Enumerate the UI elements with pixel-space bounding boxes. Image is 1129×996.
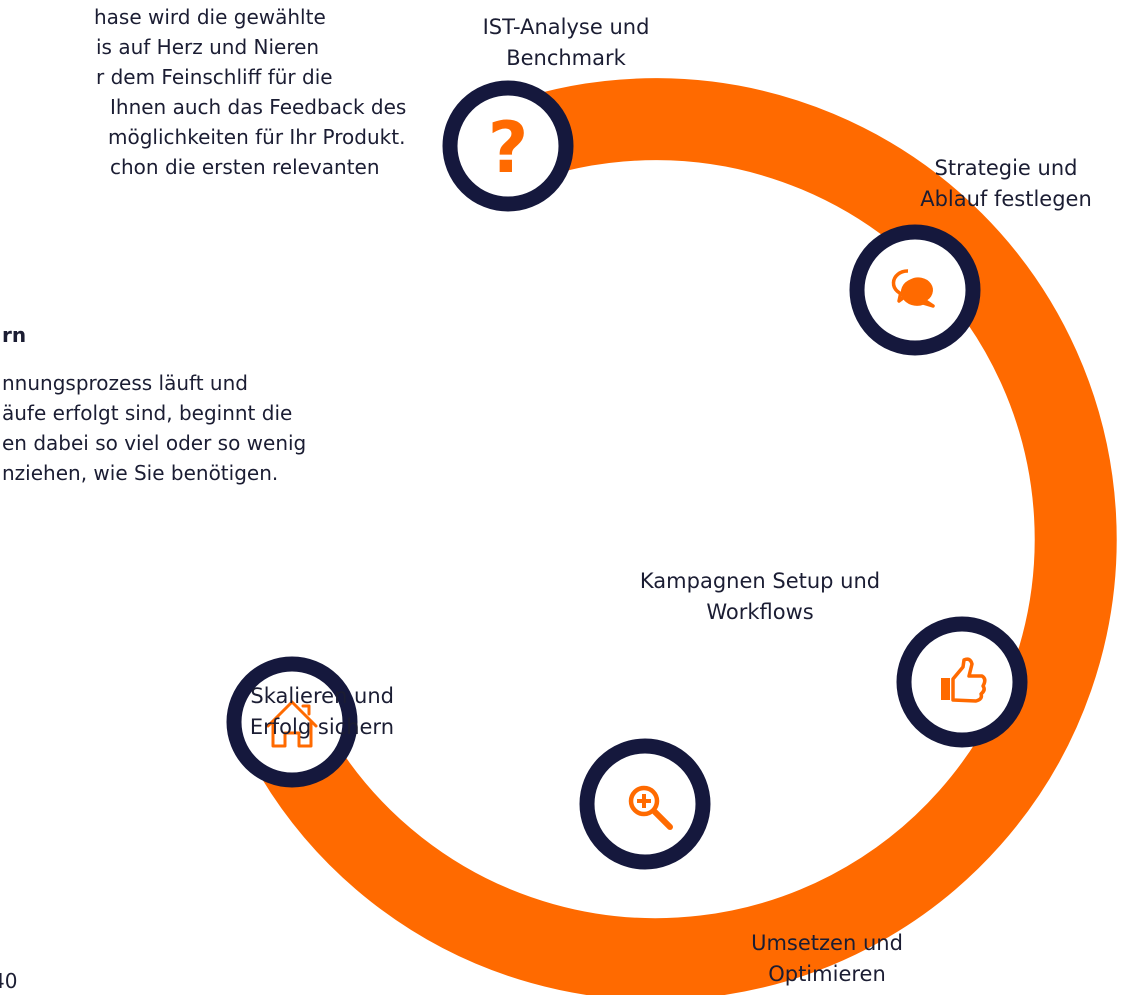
label-line: Kampagnen Setup und [639, 569, 881, 593]
scale-paragraph: nnungsprozess läuft und äufe erfolgt sin… [0, 368, 306, 488]
intro-paragraph: hase wird die gewählte is auf Herz und N… [0, 2, 406, 182]
label-line: Ablauf festlegen [920, 187, 1092, 211]
text-line: hase wird die gewählte [94, 5, 326, 29]
text-line: en dabei so viel oder so wenig [2, 431, 307, 455]
section-heading: rn [2, 323, 27, 347]
text-line: Ihnen auch das Feedback des [110, 95, 407, 119]
label-line: Strategie und [934, 156, 1078, 180]
text-line: r dem Feinschliff für die [96, 65, 333, 89]
cycle-arc [260, 78, 1117, 995]
label-line: Umsetzen und [751, 931, 903, 955]
text-line: chon die ersten relevanten [110, 155, 380, 179]
thumbs-up-icon [941, 657, 987, 703]
step-node-ist-analyse: ? [442, 80, 574, 212]
label-line: Skalieren und [250, 684, 394, 708]
label-line: Workflows [706, 600, 814, 624]
label-line: Benchmark [506, 46, 626, 70]
label-line: Optimieren [768, 962, 886, 986]
text-line: nnungsprozess läuft und [2, 371, 248, 395]
step-node-kampagnen [896, 616, 1028, 748]
page-number: 40 [0, 969, 18, 993]
step-label-strategie: Strategie und Ablauf festlegen [886, 153, 1126, 215]
text-line: is auf Herz und Nieren [96, 35, 320, 59]
label-line: Erfolg sichern [249, 715, 394, 739]
step-label-umsetzen: Umsetzen und Optimieren [707, 928, 947, 990]
text-line: möglichkeiten für Ihr Produkt. [108, 125, 406, 149]
text-line: nziehen, wie Sie benötigen. [2, 461, 279, 485]
text-line: äufe erfolgt sind, beginnt die [2, 401, 293, 425]
label-line: IST-Analyse und [482, 15, 650, 39]
question-mark-icon: ? [488, 107, 529, 189]
step-label-ist-analyse: IST-Analyse und Benchmark [446, 12, 686, 74]
step-node-strategie [849, 224, 981, 356]
step-node-skalieren [226, 656, 358, 788]
zoom-in-icon [628, 785, 673, 830]
speech-bubbles-icon [891, 269, 935, 308]
step-node-umsetzen [579, 738, 711, 870]
step-label-kampagnen: Kampagnen Setup und Workflows [600, 566, 920, 628]
house-icon [266, 700, 318, 748]
